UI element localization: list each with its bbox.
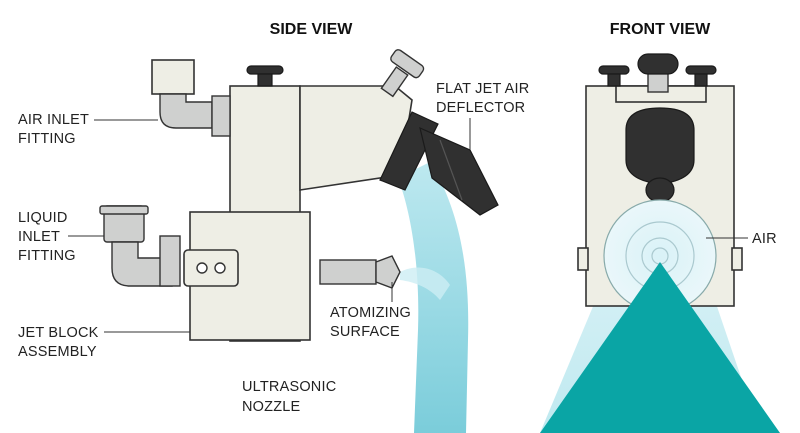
svg-text:ASSEMBLY: ASSEMBLY — [18, 344, 97, 360]
jet-block-assembly — [189, 211, 311, 341]
front-deflector — [625, 107, 695, 185]
front-left-tab — [577, 247, 589, 271]
top-knob-cap — [246, 65, 284, 75]
front-right-tab — [731, 247, 743, 271]
flat-jet-air-deflector — [419, 126, 499, 216]
atomized-mist — [400, 267, 450, 300]
jet-block-plate — [183, 249, 239, 287]
front-view-title: FRONT VIEW — [610, 21, 711, 38]
svg-text:LIQUID: LIQUID — [18, 210, 68, 226]
svg-text:FITTING: FITTING — [18, 131, 76, 147]
svg-text:AIR INLET: AIR INLET — [18, 112, 89, 128]
svg-text:NOZZLE: NOZZLE — [242, 399, 301, 415]
svg-text:FITTING: FITTING — [18, 248, 76, 264]
svg-text:ATOMIZING: ATOMIZING — [330, 305, 411, 321]
air-inlet-nut — [211, 95, 231, 137]
label-liquid-inlet: LIQUID INLET FITTING — [18, 210, 104, 264]
label-deflector: FLAT JET AIR DEFLECTOR — [436, 81, 529, 150]
air-inlet-elbow — [159, 93, 213, 129]
atomizing-surface-tip — [375, 255, 401, 289]
svg-text:FLAT JET AIR: FLAT JET AIR — [436, 81, 529, 97]
label-jet-block: JET BLOCK ASSEMBLY — [18, 325, 190, 360]
atomizer-horn — [319, 259, 377, 285]
front-view — [540, 53, 780, 433]
liquid-inlet-connector — [159, 235, 181, 287]
svg-text:DEFLECTOR: DEFLECTOR — [436, 100, 525, 116]
side-view — [99, 49, 499, 433]
svg-text:AIR: AIR — [752, 231, 777, 247]
teal-spray-cone — [540, 262, 780, 433]
center-knob — [637, 53, 679, 75]
svg-text:INLET: INLET — [18, 229, 60, 245]
svg-text:SURFACE: SURFACE — [330, 324, 400, 340]
deflector-adjust-screw — [380, 49, 425, 98]
svg-text:ULTRASONIC: ULTRASONIC — [242, 379, 336, 395]
deflected-spray-sheet — [398, 162, 469, 433]
side-view-title: SIDE VIEW — [270, 21, 354, 38]
air-inlet-cap — [151, 59, 195, 95]
label-air: AIR — [706, 231, 777, 247]
top-knob-stem — [257, 73, 273, 87]
label-ultrasonic-nozzle: ULTRASONIC NOZZLE — [242, 379, 336, 415]
label-air-inlet: AIR INLET FITTING — [18, 112, 158, 147]
label-atomizing-surface: ATOMIZING SURFACE — [330, 282, 411, 340]
svg-text:JET BLOCK: JET BLOCK — [18, 325, 99, 341]
center-knob-stem — [647, 71, 669, 93]
